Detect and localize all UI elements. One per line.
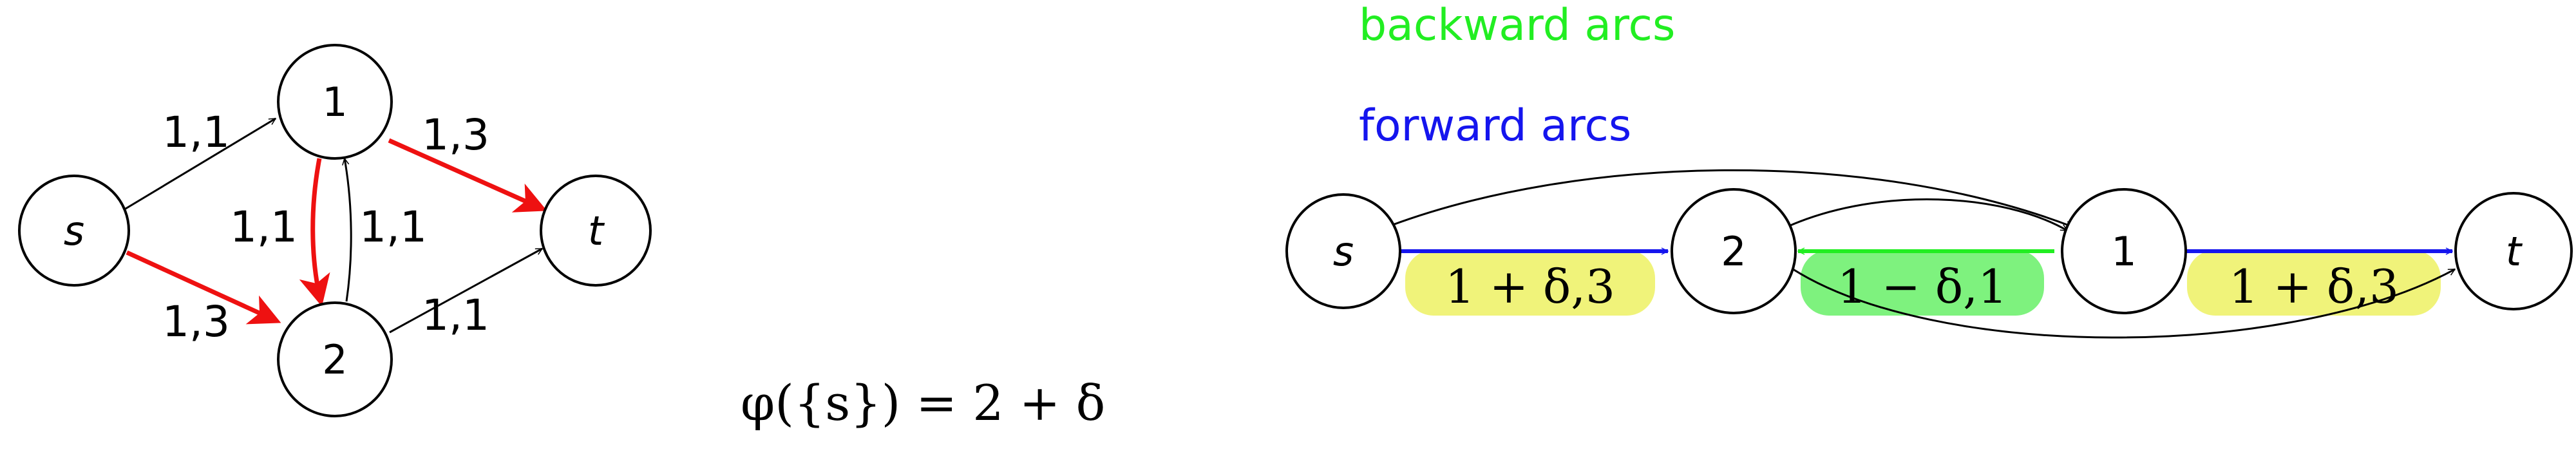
node-t-right: t [2454,192,2573,310]
label-1-2: 1,1 [230,202,298,252]
node-2-right-label: 2 [1721,228,1746,275]
node-1-right: 1 [2061,188,2187,314]
highlight-1-t [2187,250,2441,316]
right-graph: backward arcs forward arcs s 2 1 t [1285,0,2573,339]
node-1-right-label: 1 [2111,228,2136,275]
node-t-left-label: t [588,207,605,254]
arc-s-1 [125,117,276,210]
arc-2-t-curve [1788,265,2455,339]
node-2-left: 2 [277,301,393,417]
legend-forward-arcs: forward arcs [1359,100,1631,151]
arc-s-2-red [126,250,281,325]
arc-2-t [389,247,542,334]
label-1-t: 1,3 [422,110,489,160]
arc-2-1 [345,158,352,302]
arc-1-t-red [388,138,547,213]
node-t-right-label: t [2506,228,2523,275]
arc-s-1-curve [1385,169,2072,229]
arc-2-1-curve [1790,198,2067,232]
label-2-t: 1,1 [422,290,489,340]
left-graph: s 1 2 t 1,1 1,3 1,1 1,1 1,3 1,1 [18,44,652,417]
node-t-left: t [540,175,652,287]
legend-backward-arcs: backward arcs [1359,0,1675,51]
node-2-right: 2 [1671,188,1797,314]
node-s-right-label: s [1333,228,1354,275]
label-s-2: 1,3 [162,297,230,347]
label-s-1: 1,1 [162,108,230,157]
arc-1-2-red [299,158,330,307]
node-s-left: s [18,175,130,287]
node-1-left: 1 [277,44,393,160]
node-2-left-label: 2 [322,336,347,383]
node-s-right: s [1285,193,1401,309]
label-1-t-right: 1 + δ,3 [2229,260,2399,314]
highlight-1-2 [1801,250,2044,316]
node-1-left-label: 1 [322,79,347,126]
highlight-s-2 [1405,250,1655,316]
formula-phi: φ({s}) = 2 + δ [741,374,1105,432]
node-s-left-label: s [64,207,84,254]
label-2-1: 1,1 [359,202,427,252]
label-s-2-right: 1 + δ,3 [1445,260,1615,314]
label-1-2-right: 1 − δ,1 [1837,260,2007,314]
